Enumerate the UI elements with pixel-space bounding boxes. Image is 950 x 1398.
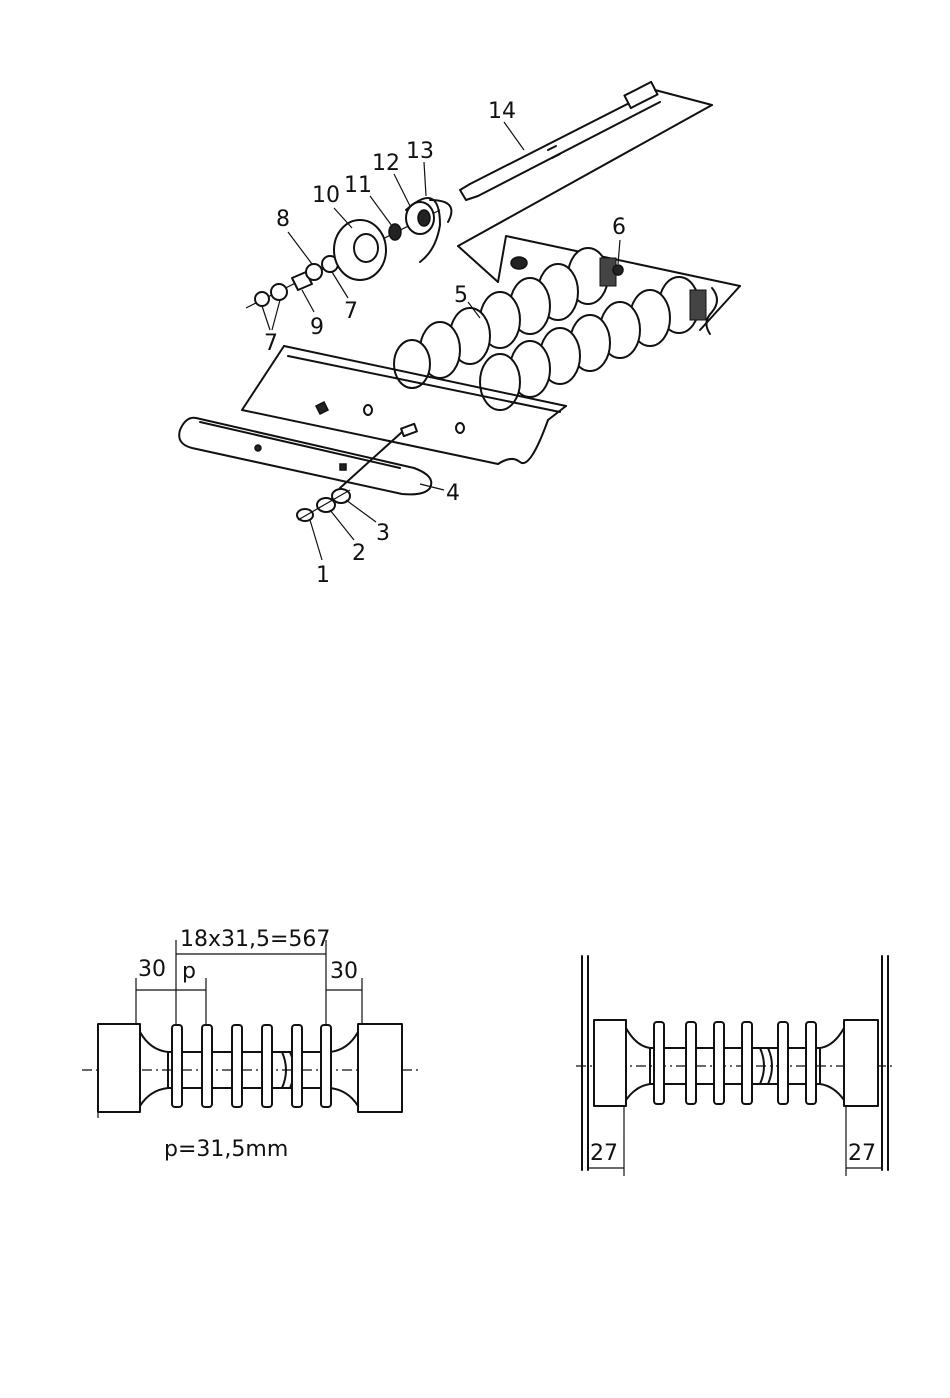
pitch-note: p=31,5mm bbox=[164, 1137, 288, 1162]
callout-11: 11 bbox=[344, 173, 372, 198]
callout-7-left: 7 bbox=[264, 331, 278, 356]
flat-bar-part-4 bbox=[179, 418, 431, 495]
right-margin-dimension: 30 bbox=[330, 959, 358, 984]
right-view-right-dimension: 27 bbox=[848, 1141, 876, 1166]
callout-7-right: 7 bbox=[344, 299, 358, 324]
callout-4: 4 bbox=[446, 481, 460, 506]
callout-14: 14 bbox=[488, 99, 516, 124]
fasteners-bottom bbox=[297, 489, 350, 521]
callout-8: 8 bbox=[276, 207, 290, 232]
overall-dimension-label: 18x31,5=567 bbox=[180, 927, 330, 952]
callout-2: 2 bbox=[352, 541, 366, 566]
right-view-left-dimension: 27 bbox=[590, 1141, 618, 1166]
callout-10: 10 bbox=[312, 183, 340, 208]
left-margin-dimension: 30 bbox=[138, 957, 166, 982]
callout-3: 3 bbox=[376, 521, 390, 546]
callout-1: 1 bbox=[316, 563, 330, 588]
roller-dimension-view-right: 27 27 bbox=[576, 956, 892, 1176]
callout-12: 12 bbox=[372, 151, 400, 176]
roller-dimension-view-left: 18x31,5=567 30 p 30 p=31,5mm bbox=[82, 927, 418, 1162]
roller-flanges bbox=[172, 1025, 331, 1107]
callout-6: 6 bbox=[612, 215, 626, 240]
roller-disks bbox=[394, 248, 706, 410]
roller-flanges-right bbox=[654, 1022, 816, 1104]
callout-5: 5 bbox=[454, 283, 468, 308]
pitch-dimension-label: p bbox=[182, 959, 196, 984]
callout-9: 9 bbox=[310, 315, 324, 340]
exploded-assembly-view: 1 2 3 4 5 6 7 7 8 9 10 11 12 bbox=[179, 82, 740, 588]
callout-13: 13 bbox=[406, 139, 434, 164]
